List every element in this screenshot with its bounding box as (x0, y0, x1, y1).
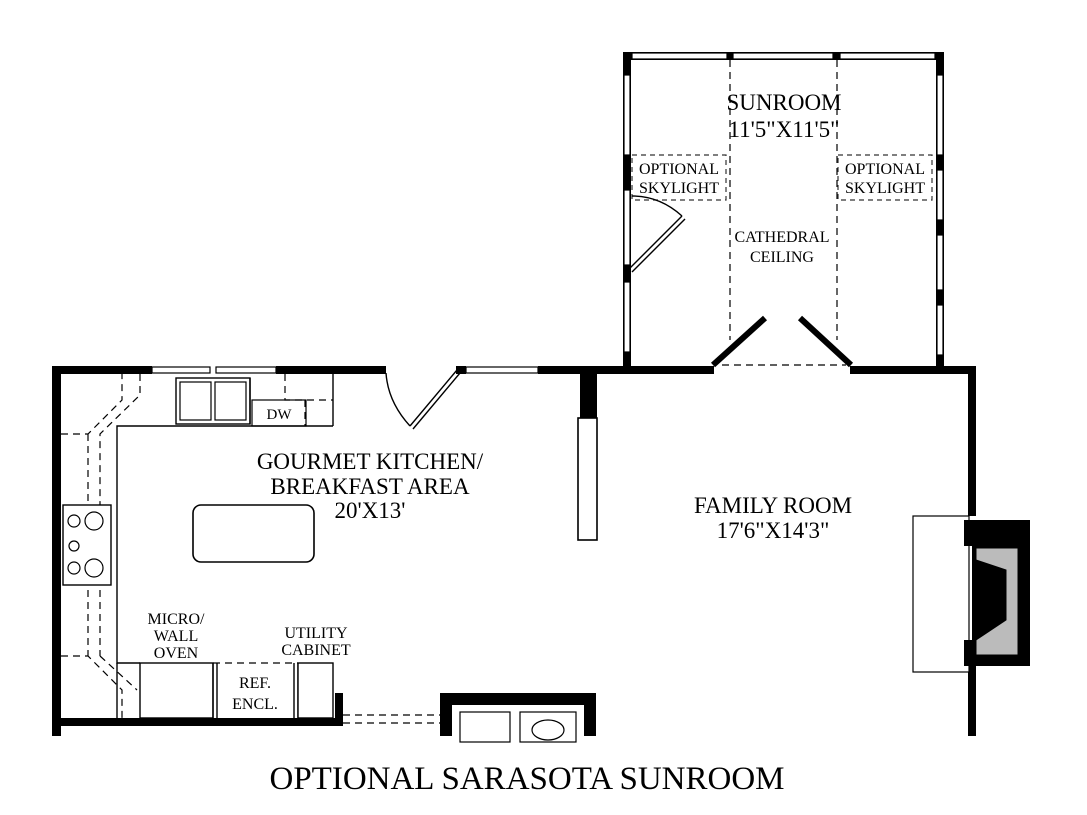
utility-label-1: UTILITY (284, 625, 348, 642)
bottom-cabinets (139, 662, 334, 719)
sunroom-walls (623, 52, 944, 367)
bottom-opening (343, 714, 440, 724)
kitchen-island (192, 504, 315, 563)
sunroom-door (629, 195, 686, 273)
kitchen-sink (175, 377, 251, 425)
powder-room (440, 693, 596, 743)
micro-label-2: WALL (154, 628, 198, 645)
skylight-left-label-2: SKYLIGHT (639, 180, 719, 197)
kitchen-dims: 20'X13' (335, 498, 406, 523)
kitchen-name-line1: GOURMET KITCHEN/ (257, 449, 484, 474)
plan-caption: OPTIONAL SARASOTA SUNROOM (269, 761, 784, 797)
sunroom-dims: 11'5"X11'5" (729, 117, 840, 142)
micro-label-3: OVEN (154, 645, 199, 662)
sunroom-opening (710, 315, 854, 368)
skylight-right-label-2: SKYLIGHT (845, 180, 925, 197)
family-room-dims: 17'6"X14'3" (717, 518, 830, 543)
utility-label-2: CABINET (281, 642, 351, 659)
main-walls (52, 366, 976, 736)
sunroom-ceiling-lines (722, 60, 846, 366)
sunroom-name: SUNROOM (726, 90, 841, 115)
ceiling-label-1: CATHEDRAL (734, 229, 829, 246)
skylight-right-label-1: OPTIONAL (845, 161, 925, 178)
ceiling-label-2: CEILING (750, 249, 814, 266)
dishwasher (251, 399, 307, 427)
kitchen-name-line2: BREAKFAST AREA (270, 474, 470, 499)
cooktop (62, 504, 112, 586)
ref-label-1: REF. (239, 675, 271, 692)
kitchen-door (385, 369, 461, 430)
family-room-name: FAMILY ROOM (694, 493, 852, 518)
fireplace (912, 515, 1030, 673)
skylight-left-label-1: OPTIONAL (639, 161, 719, 178)
ref-label-2: ENCL. (232, 696, 278, 713)
skylight-right (837, 154, 933, 201)
skylight-left (631, 154, 727, 201)
micro-label-1: MICRO/ (148, 611, 205, 628)
dw-label: DW (267, 407, 293, 423)
